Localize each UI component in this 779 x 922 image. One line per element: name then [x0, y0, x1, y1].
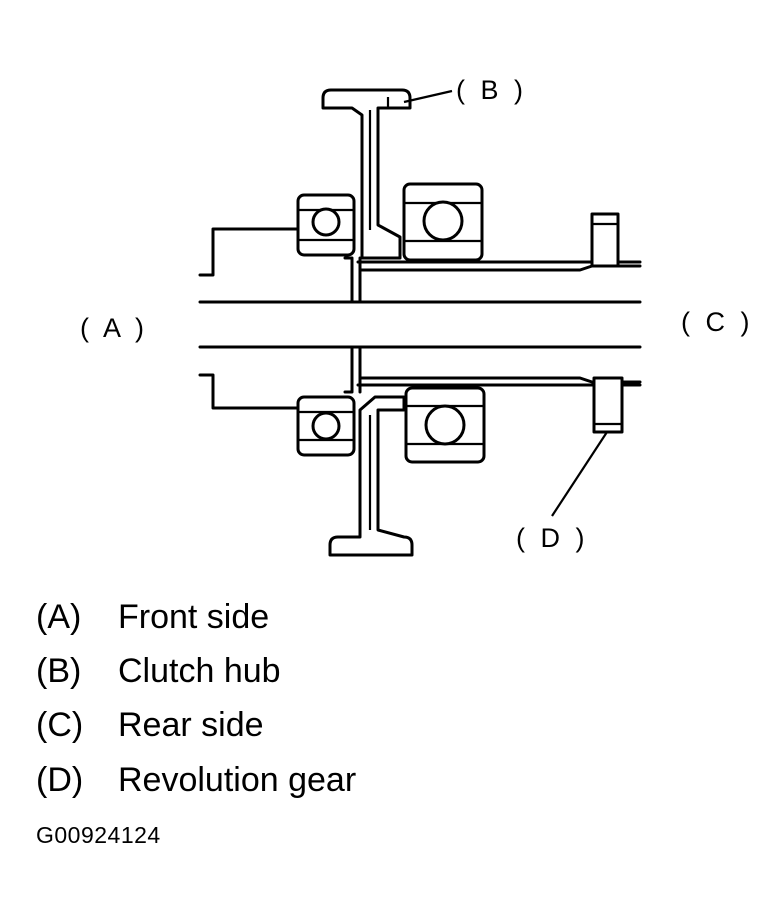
legend-text: Front side: [118, 598, 270, 636]
leader-line-b: [403, 89, 453, 104]
legend-text: Clutch hub: [118, 652, 281, 690]
clutch-hub-upper: [321, 88, 412, 260]
callout-b: ( B ): [456, 75, 527, 105]
legend-item-a: (A) Front side: [36, 597, 269, 637]
legend-key: (D): [36, 761, 84, 799]
large-bearing-lower: [404, 386, 486, 464]
legend-item-b: (B) Clutch hub: [36, 651, 281, 691]
legend-item-c: (C) Rear side: [36, 705, 264, 745]
legend-key: (A): [36, 598, 82, 636]
callout-d: ( D ): [516, 523, 588, 553]
small-bearing-lower: [296, 395, 356, 457]
legend-text: Revolution gear: [118, 761, 357, 799]
small-bearing-upper: [296, 193, 356, 257]
legend-item-d: (D) Revolution gear: [36, 760, 356, 800]
main-shaft: [198, 300, 642, 349]
clutch-hub-lower: [328, 395, 414, 557]
revolution-gear-lower: [592, 376, 624, 434]
revolution-gear-upper: [590, 212, 620, 268]
legend-text: Rear side: [118, 706, 264, 744]
legend-key: (B): [36, 652, 82, 690]
callout-c: ( C ): [681, 307, 753, 337]
callout-a: ( A ): [80, 313, 148, 343]
large-bearing-upper: [402, 182, 484, 262]
leader-line-d: [551, 431, 608, 517]
legend-key: (C): [36, 706, 84, 744]
figure-id: G00924124: [36, 822, 161, 848]
